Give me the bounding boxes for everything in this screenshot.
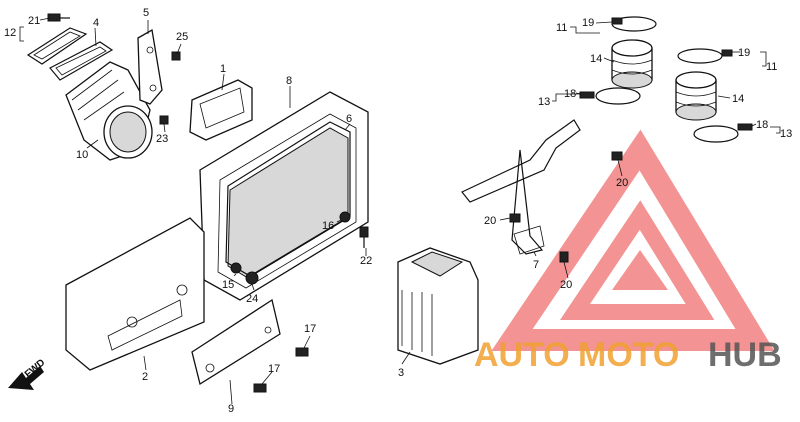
screw-22 (359, 226, 369, 248)
bolt-17b (253, 383, 267, 393)
screw-25 (171, 51, 181, 61)
band-18-lower (693, 123, 753, 143)
part-label: 3 (398, 367, 404, 379)
part-label: 23 (156, 133, 168, 145)
watermark-text: AUTO MOTO HUB (474, 336, 782, 374)
leader-lines (19, 17, 781, 405)
bolt-16 (339, 211, 351, 223)
watermark-word-3: HUB (708, 336, 782, 374)
watermark-word-2: MOTO (578, 336, 679, 374)
part-label: 11 (556, 22, 567, 34)
part-label: 20 (484, 215, 496, 227)
cover-2 (65, 217, 205, 371)
part-label: 7 (533, 259, 539, 271)
bolt-20b (509, 213, 521, 223)
bolt-20a (611, 151, 623, 161)
fwd-arrow-icon (8, 366, 44, 390)
band-19-upper (611, 16, 657, 32)
part-label: 14 (732, 93, 744, 105)
part-label: 13 (538, 96, 550, 108)
part-label: 9 (228, 403, 234, 415)
gasket-12 (26, 27, 88, 65)
part-label: 17 (268, 363, 280, 375)
screw-23 (159, 115, 169, 125)
part-label: 16 (322, 220, 334, 232)
band-19-lower (677, 48, 733, 64)
part-label: 11 (766, 61, 777, 73)
tube-14-lower (675, 71, 717, 121)
tube-14-upper (611, 39, 653, 89)
screw-24 (245, 271, 259, 285)
filter-element-3 (397, 247, 479, 365)
part-labels: 21 4 12 5 25 1 8 6 23 10 16 22 15 24 2 1… (4, 7, 792, 415)
screw-15 (230, 262, 242, 274)
part-label: 22 (360, 255, 372, 267)
air-funnel-10 (65, 61, 153, 161)
band-18-upper (579, 87, 641, 105)
part-label: 21 (28, 15, 40, 27)
part-label: 14 (590, 53, 602, 65)
part-label: 13 (780, 128, 792, 140)
part-label: 18 (564, 88, 576, 100)
part-label: 18 (756, 119, 768, 131)
bolt-20c (559, 251, 569, 263)
ring-4 (49, 41, 114, 81)
part-label: 19 (738, 47, 750, 59)
part-label: 25 (176, 31, 188, 43)
part-label: 15 (222, 279, 234, 291)
part-label: 12 (4, 27, 16, 39)
watermark-logo (491, 129, 775, 351)
clip-1 (189, 79, 253, 141)
part-label: 19 (582, 17, 594, 29)
bolt-21 (47, 13, 70, 22)
bracket-5 (137, 28, 163, 105)
part-label: 17 (304, 323, 316, 335)
part-label: 20 (616, 177, 628, 189)
part-label: 5 (143, 7, 149, 19)
plate-9 (191, 298, 281, 386)
part-label: 20 (560, 279, 572, 291)
part-label: 4 (93, 17, 99, 29)
part-label: 6 (346, 113, 352, 125)
part-label: 1 (220, 63, 226, 75)
part-label: 24 (246, 293, 258, 305)
stay-7 (461, 119, 581, 255)
part-label: 10 (76, 149, 88, 161)
air-cleaner-case-8 (199, 91, 369, 301)
part-label: 2 (142, 371, 148, 383)
watermark-word-1: AUTO (474, 336, 570, 374)
part-label: 8 (286, 75, 292, 87)
bolt-17a (295, 347, 309, 357)
